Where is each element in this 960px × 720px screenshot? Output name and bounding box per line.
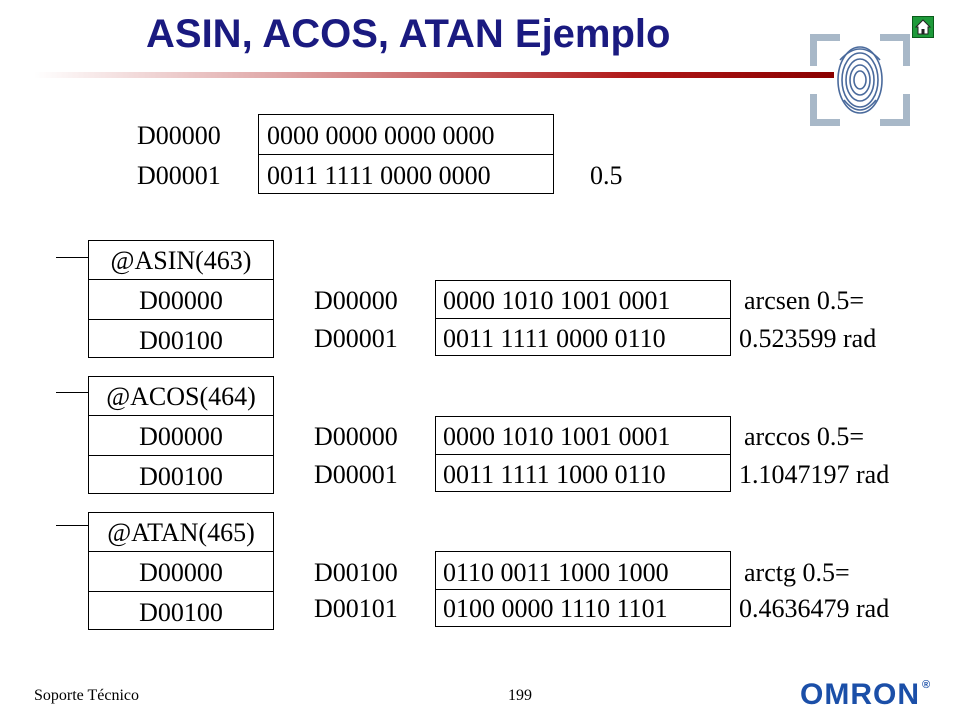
result-bits-0: 0000 1010 1001 0001 (443, 286, 671, 315)
result-addr-0: D00000 (314, 422, 398, 451)
instruction-label: @ACOS(464) (106, 382, 256, 411)
box-divider (89, 415, 273, 416)
function-block-acos: @ACOS(464) D00000 D00100 (88, 376, 274, 494)
box-divider (436, 589, 730, 590)
result-note-0: arctg 0.5= (744, 558, 850, 587)
home-button[interactable] (912, 16, 934, 38)
result-addr-1: D00001 (314, 324, 398, 353)
input-addr-0: D00000 (137, 121, 221, 150)
result-addr-1: D00001 (314, 460, 398, 489)
box-divider (89, 591, 273, 592)
function-block-asin: @ASIN(463) D00000 D00100 (88, 240, 274, 358)
source-operand: D00000 (139, 286, 223, 315)
destination-operand: D00100 (139, 598, 223, 627)
input-bits-0: 0000 0000 0000 0000 (267, 121, 495, 150)
page-title: ASIN, ACOS, ATAN Ejemplo (146, 12, 671, 56)
box-divider (89, 551, 273, 552)
box-divider (436, 318, 730, 319)
footer-section-label: Soporte Técnico (34, 687, 140, 704)
box-divider (89, 279, 273, 280)
box-divider (259, 154, 553, 155)
input-value-label: 0.5 (590, 161, 623, 190)
result-addr-0: D00100 (314, 558, 398, 587)
omron-logo-text: OMRON (800, 678, 920, 711)
instruction-label: @ATAN(465) (107, 518, 255, 547)
fingerprint-icon (810, 34, 910, 126)
result-note-0: arcsen 0.5= (744, 286, 865, 315)
instruction-label: @ASIN(463) (110, 246, 252, 275)
input-addr-1: D00001 (137, 161, 221, 190)
result-bits-0: 0000 1010 1001 0001 (443, 422, 671, 451)
result-bits-1: 0011 1111 1000 0110 (443, 460, 666, 489)
source-operand: D00000 (139, 558, 223, 587)
result-register-box (435, 551, 731, 627)
page-number: 199 (508, 687, 532, 704)
omron-logo: OMRON® (800, 680, 931, 710)
ladder-rung (56, 257, 88, 258)
box-divider (89, 319, 273, 320)
input-register-box (258, 114, 554, 194)
result-note-1: 1.1047197 rad (739, 460, 890, 489)
result-bits-1: 0100 0000 1110 1101 (443, 594, 668, 623)
result-bits-0: 0110 0011 1000 1000 (443, 558, 669, 587)
result-addr-1: D00101 (314, 594, 398, 623)
result-note-1: 0.4636479 rad (739, 594, 890, 623)
ladder-rung (56, 525, 88, 526)
result-register-box (435, 280, 731, 356)
box-divider (436, 454, 730, 455)
title-divider (34, 72, 834, 78)
result-register-box (435, 416, 731, 492)
destination-operand: D00100 (139, 462, 223, 491)
result-bits-1: 0011 1111 0000 0110 (443, 324, 666, 353)
function-block-atan: @ATAN(465) D00000 D00100 (88, 512, 274, 630)
box-divider (89, 455, 273, 456)
registered-mark: ® (922, 679, 932, 691)
destination-operand: D00100 (139, 326, 223, 355)
result-addr-0: D00000 (314, 286, 398, 315)
result-note-1: 0.523599 rad (739, 324, 877, 353)
home-icon (914, 19, 932, 35)
ladder-rung (56, 392, 88, 393)
result-note-0: arccos 0.5= (744, 422, 865, 451)
input-bits-1: 0011 1111 0000 0000 (267, 161, 491, 190)
source-operand: D00000 (139, 422, 223, 451)
